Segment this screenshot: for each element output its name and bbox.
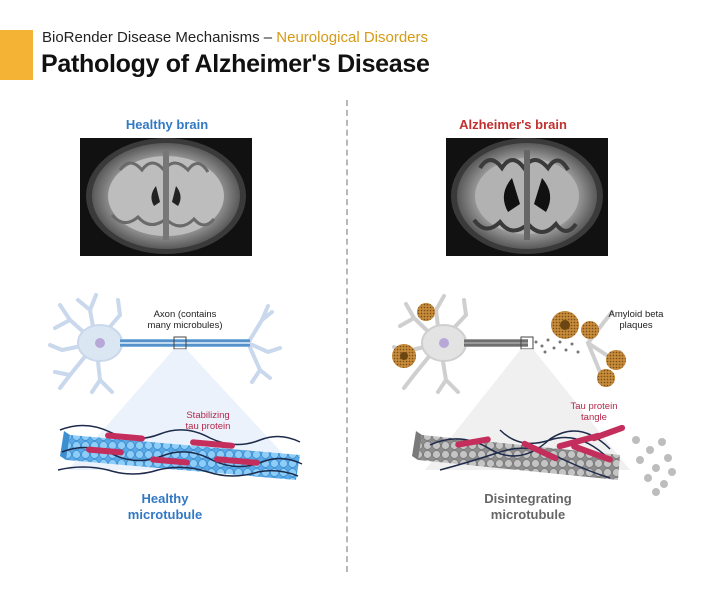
page-title: Pathology of Alzheimer's Disease	[41, 50, 430, 78]
disintegrating-microtubule-label: Disintegrating microtubule	[484, 491, 572, 522]
axon-label: Axon (contains many microbules)	[147, 309, 223, 331]
alzheimers-mri-image	[446, 138, 608, 256]
healthy-neuron	[48, 293, 282, 394]
category-text: Neurological Disorders	[276, 29, 429, 46]
stabilizing-tau-label: Stabilizing tau protein	[185, 410, 231, 432]
amyloid-plaques	[392, 303, 626, 387]
tau-tangle-label: Tau protein tangle	[570, 401, 618, 423]
alzheimers-brain-title: Alzheimer's brain	[459, 117, 567, 132]
healthy-mri-image	[80, 138, 252, 256]
column-divider	[346, 100, 348, 572]
healthy-brain-title: Healthy brain	[125, 117, 209, 132]
healthy-microtubule	[57, 424, 303, 480]
accent-bar	[0, 30, 33, 80]
amyloid-label: Amyloid beta plaques	[608, 309, 664, 331]
source-text: BioRender Disease Mechanisms –	[42, 29, 277, 46]
healthy-microtubule-label: Healthy microtubule	[127, 491, 203, 522]
header-source: BioRender Disease Mechanisms – Neurologi…	[42, 29, 428, 46]
disintegrating-microtubule	[412, 424, 676, 496]
